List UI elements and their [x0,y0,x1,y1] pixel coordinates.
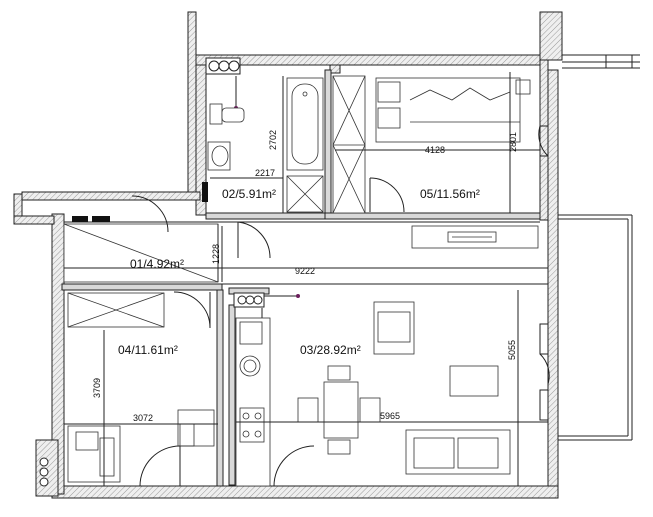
bedroom-04: 3709 3072 04/11.61m² [64,291,218,487]
bed-icon [375,77,521,143]
room-label-04: 04/11.61m² [118,343,178,357]
dim-bedroom5-height: 2801 [508,132,518,152]
toilet-icon [209,103,245,125]
dining-table-icon [297,365,381,455]
room-label-03: 03/28.92m² [300,343,361,357]
dim-bath-height: 2702 [268,130,278,150]
dim-bedroom5-width: 4128 [425,145,445,155]
armchair-icon [373,301,415,355]
pipe-shaft-icon [233,292,265,308]
bathroom: 2702 2217 02/5.91m² [202,57,324,213]
dim-bedroom4-width: 3072 [133,413,153,423]
room-label-05: 05/11.56m² [420,187,480,201]
shower-icon [286,175,324,213]
dim-living-height: 5055 [507,340,517,360]
dim-bath-width: 2217 [255,168,275,178]
pipe-shaft-icon [39,457,49,487]
room-label-02: 02/5.91m² [222,187,276,201]
dim-hall-width: 9222 [295,266,315,276]
dim-hall-height: 1228 [211,244,221,264]
bathtub-icon [286,77,324,171]
exterior-walls [13,11,563,499]
sofa-icon [405,429,511,475]
sink-icon [207,141,231,171]
bed-icon [67,425,121,483]
interior-walls [61,69,548,487]
room-label-01: 01/4.92m² [130,257,184,271]
bedroom-05: 4128 2801 05/11.56m² [332,72,549,214]
living-03: 5965 5055 03/28.92m² [233,290,550,487]
dim-living-width: 5965 [380,411,400,421]
pipe-shaft-icon [205,57,241,75]
dim-bedroom4-height: 3709 [92,378,102,398]
balcony [558,54,640,441]
hallway-01: 9222 1228 01/4.92m² [63,195,548,283]
